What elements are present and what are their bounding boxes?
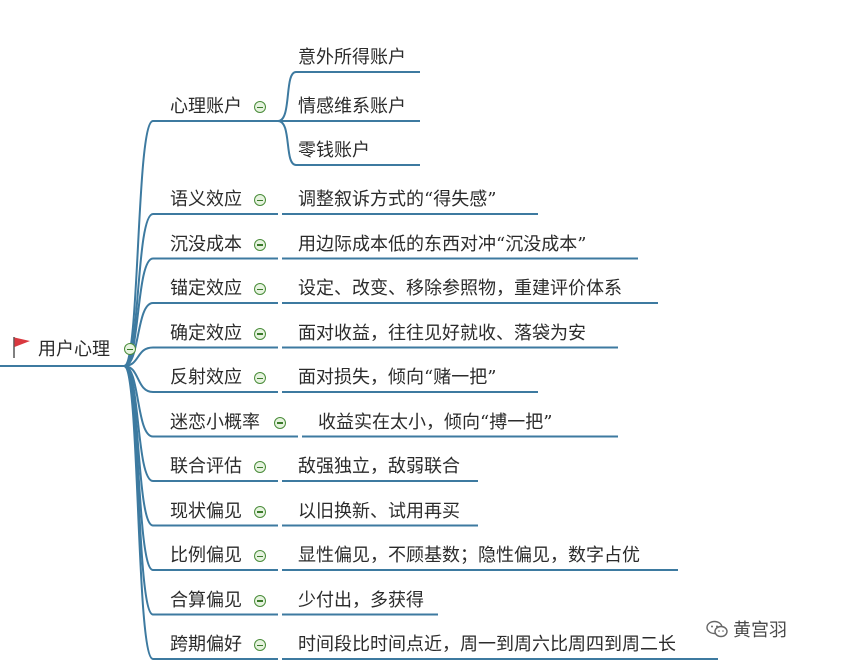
branch-topic[interactable]: 心理账户 xyxy=(170,96,242,117)
child-topic[interactable]: 显性偏见，不顾基数；隐性偏见，数字占优 xyxy=(298,545,640,566)
child-topic[interactable]: 收益实在太小，倾向“搏一把” xyxy=(318,411,553,433)
branch-collapse-icon[interactable] xyxy=(254,194,266,206)
branch-topic[interactable]: 联合评估 xyxy=(170,456,242,477)
branch-connector xyxy=(123,257,154,367)
branch-topic[interactable]: 语义效应 xyxy=(170,189,242,210)
branch-collapse-icon[interactable] xyxy=(254,101,266,113)
branch-topic[interactable]: 现状偏见 xyxy=(170,500,242,522)
watermark-author: 黄宫羽 xyxy=(733,620,787,641)
branch-collapse-icon[interactable] xyxy=(254,327,266,340)
branch-collapse-icon[interactable] xyxy=(254,461,266,473)
child-topic[interactable]: 时间段比时间点近，周一到周六比周四到周二长 xyxy=(298,634,676,655)
branch-topic[interactable]: 沉没成本 xyxy=(170,233,242,255)
branch-collapse-icon[interactable] xyxy=(254,639,266,651)
wechat-icon xyxy=(706,620,728,638)
child-topic[interactable]: 用边际成本低的东西对冲“沉没成本” xyxy=(298,233,587,255)
branch-topic[interactable]: 合算偏见 xyxy=(170,589,242,611)
child-topic[interactable]: 零钱账户 xyxy=(298,140,370,161)
flag-icon xyxy=(13,337,30,358)
branch-connector xyxy=(123,365,154,660)
child-topic[interactable]: 意外所得账户 xyxy=(298,47,406,68)
branch-collapse-icon[interactable] xyxy=(254,238,266,251)
branch-topic[interactable]: 迷恋小概率 xyxy=(170,411,260,433)
root-collapse-icon[interactable] xyxy=(124,343,136,355)
child-topic[interactable]: 敌强独立，敌弱联合 xyxy=(298,456,460,477)
branch-collapse-icon[interactable] xyxy=(254,372,266,384)
child-topic[interactable]: 少付出，多获得 xyxy=(298,589,424,611)
branch-topic[interactable]: 确定效应 xyxy=(170,322,242,344)
child-topic[interactable]: 以旧换新、试用再买 xyxy=(298,500,460,522)
branch-collapse-icon[interactable] xyxy=(254,283,266,295)
root-topic[interactable]: 用户心理 xyxy=(38,339,110,360)
branch-collapse-icon[interactable] xyxy=(254,505,266,518)
branch-topic[interactable]: 比例偏见 xyxy=(170,545,242,566)
child-topic[interactable]: 面对收益，往往见好就收、落袋为安 xyxy=(298,322,586,344)
child-topic[interactable]: 调整叙诉方式的“得失感” xyxy=(298,189,497,210)
child-topic[interactable]: 情感维系账户 xyxy=(298,96,406,117)
child-connector xyxy=(277,120,297,166)
branch-collapse-icon[interactable] xyxy=(254,550,266,562)
branch-connector xyxy=(123,302,154,367)
child-connector xyxy=(277,71,297,122)
branch-topic[interactable]: 锚定效应 xyxy=(170,278,242,299)
branch-topic[interactable]: 反射效应 xyxy=(170,367,242,388)
branch-topic[interactable]: 跨期偏好 xyxy=(170,634,242,655)
child-topic[interactable]: 设定、改变、移除参照物，重建评价体系 xyxy=(298,278,622,299)
branch-collapse-icon[interactable] xyxy=(254,594,266,607)
child-topic[interactable]: 面对损失，倾向“赌一把” xyxy=(298,367,497,388)
branch-collapse-icon[interactable] xyxy=(274,416,286,429)
